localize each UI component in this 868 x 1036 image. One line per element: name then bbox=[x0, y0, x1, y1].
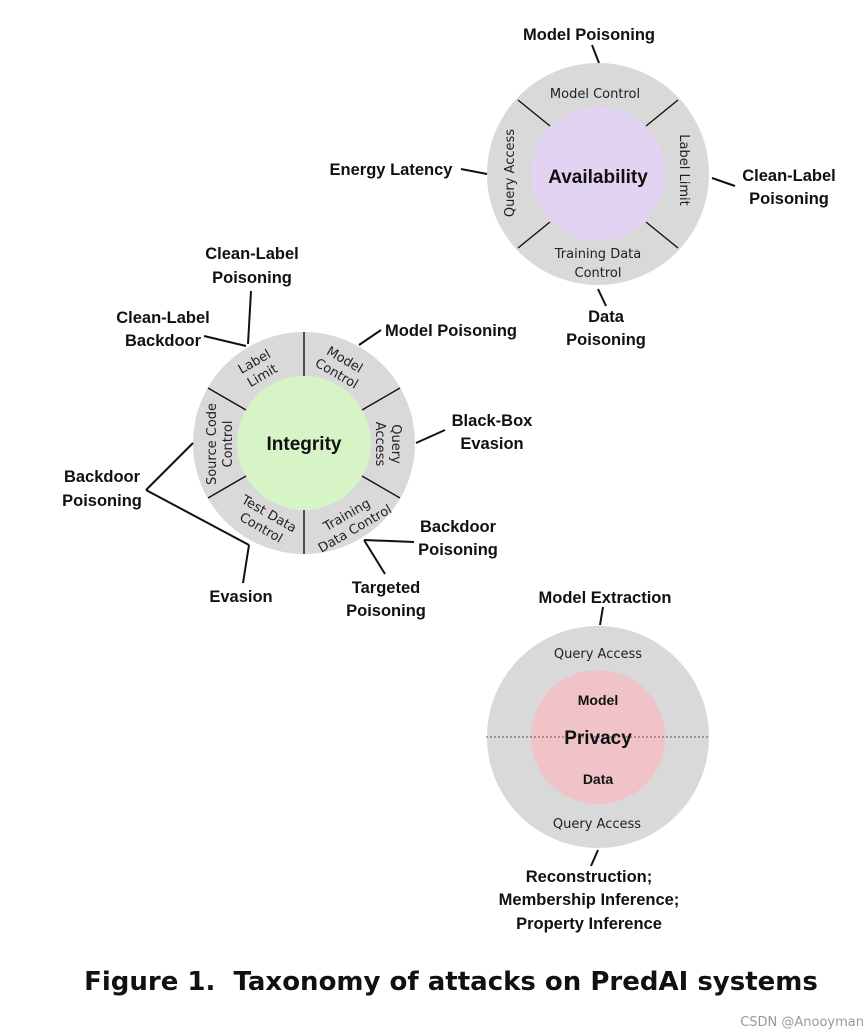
integrity-cluster: Integrity Label Limit Model Control Quer… bbox=[62, 245, 533, 620]
integrity-attack-black-box-line2: Evasion bbox=[460, 435, 523, 453]
figure-caption: Figure 1. Taxonomy of attacks on PredAI … bbox=[84, 967, 818, 997]
availability-attack-model-poisoning: Model Poisoning bbox=[523, 26, 655, 44]
integrity-attack-clean-label-poisoning-line2: Poisoning bbox=[212, 269, 292, 287]
availability-core-label: Availability bbox=[548, 167, 648, 188]
integrity-attack-clean-label-poisoning-line1: Clean-Label bbox=[205, 245, 299, 263]
privacy-cluster: Query Access Model Privacy Data Query Ac… bbox=[486, 589, 710, 933]
availability-seg-query-access: Query Access bbox=[503, 129, 518, 217]
privacy-attack-bottom-line3: Property Inference bbox=[516, 915, 662, 933]
availability-attack-clean-label-line1: Clean-Label bbox=[742, 167, 836, 185]
availability-attack-data-line1: Data bbox=[588, 308, 625, 326]
integrity-core-label: Integrity bbox=[267, 434, 342, 455]
privacy-attack-model-extraction: Model Extraction bbox=[539, 589, 672, 607]
privacy-attack-bottom-line2: Membership Inference; bbox=[499, 891, 680, 909]
integrity-attack-model-poisoning: Model Poisoning bbox=[385, 322, 517, 340]
integrity-attack-backdoor-left-line1: Backdoor bbox=[64, 468, 141, 486]
integrity-attack-backdoor-right-line1: Backdoor bbox=[420, 518, 497, 536]
integrity-attack-clean-label-backdoor-line2: Backdoor bbox=[125, 332, 202, 350]
availability-core bbox=[531, 107, 665, 241]
privacy-core-label: Privacy bbox=[564, 728, 632, 749]
privacy-core-data: Data bbox=[583, 771, 614, 787]
privacy-seg-query-bottom: Query Access bbox=[553, 817, 641, 832]
availability-attack-energy-latency: Energy Latency bbox=[330, 161, 454, 179]
privacy-seg-query-top: Query Access bbox=[554, 647, 642, 662]
privacy-core-model: Model bbox=[578, 692, 618, 708]
availability-cluster: Availability Model Control Query Access … bbox=[330, 26, 836, 349]
watermark: CSDN @Anooyman bbox=[740, 1015, 864, 1030]
integrity-seg-query-line2: Access bbox=[372, 422, 387, 467]
availability-seg-model-control: Model Control bbox=[550, 87, 640, 102]
integrity-core bbox=[237, 376, 371, 510]
integrity-attack-clean-label-backdoor-line1: Clean-Label bbox=[116, 309, 210, 327]
integrity-attack-backdoor-right-line2: Poisoning bbox=[418, 541, 498, 559]
availability-seg-label-limit: Label Limit bbox=[676, 134, 691, 205]
integrity-attack-targeted-line2: Poisoning bbox=[346, 602, 426, 620]
integrity-seg-source-line2: Control bbox=[221, 421, 236, 468]
integrity-seg-source-line1: Source Code bbox=[205, 403, 220, 485]
integrity-seg-query-line1: Query bbox=[388, 424, 403, 464]
integrity-attack-black-box-line1: Black-Box bbox=[452, 412, 534, 430]
availability-seg-training-line2: Control bbox=[575, 266, 622, 281]
availability-attack-clean-label-line2: Poisoning bbox=[749, 190, 829, 208]
availability-seg-training-line1: Training Data bbox=[554, 247, 641, 262]
integrity-attack-backdoor-left-line2: Poisoning bbox=[62, 492, 142, 510]
integrity-attack-targeted-line1: Targeted bbox=[352, 579, 420, 597]
integrity-attack-evasion: Evasion bbox=[209, 588, 272, 606]
availability-attack-data-line2: Poisoning bbox=[566, 331, 646, 349]
privacy-attack-bottom-line1: Reconstruction; bbox=[526, 868, 653, 886]
